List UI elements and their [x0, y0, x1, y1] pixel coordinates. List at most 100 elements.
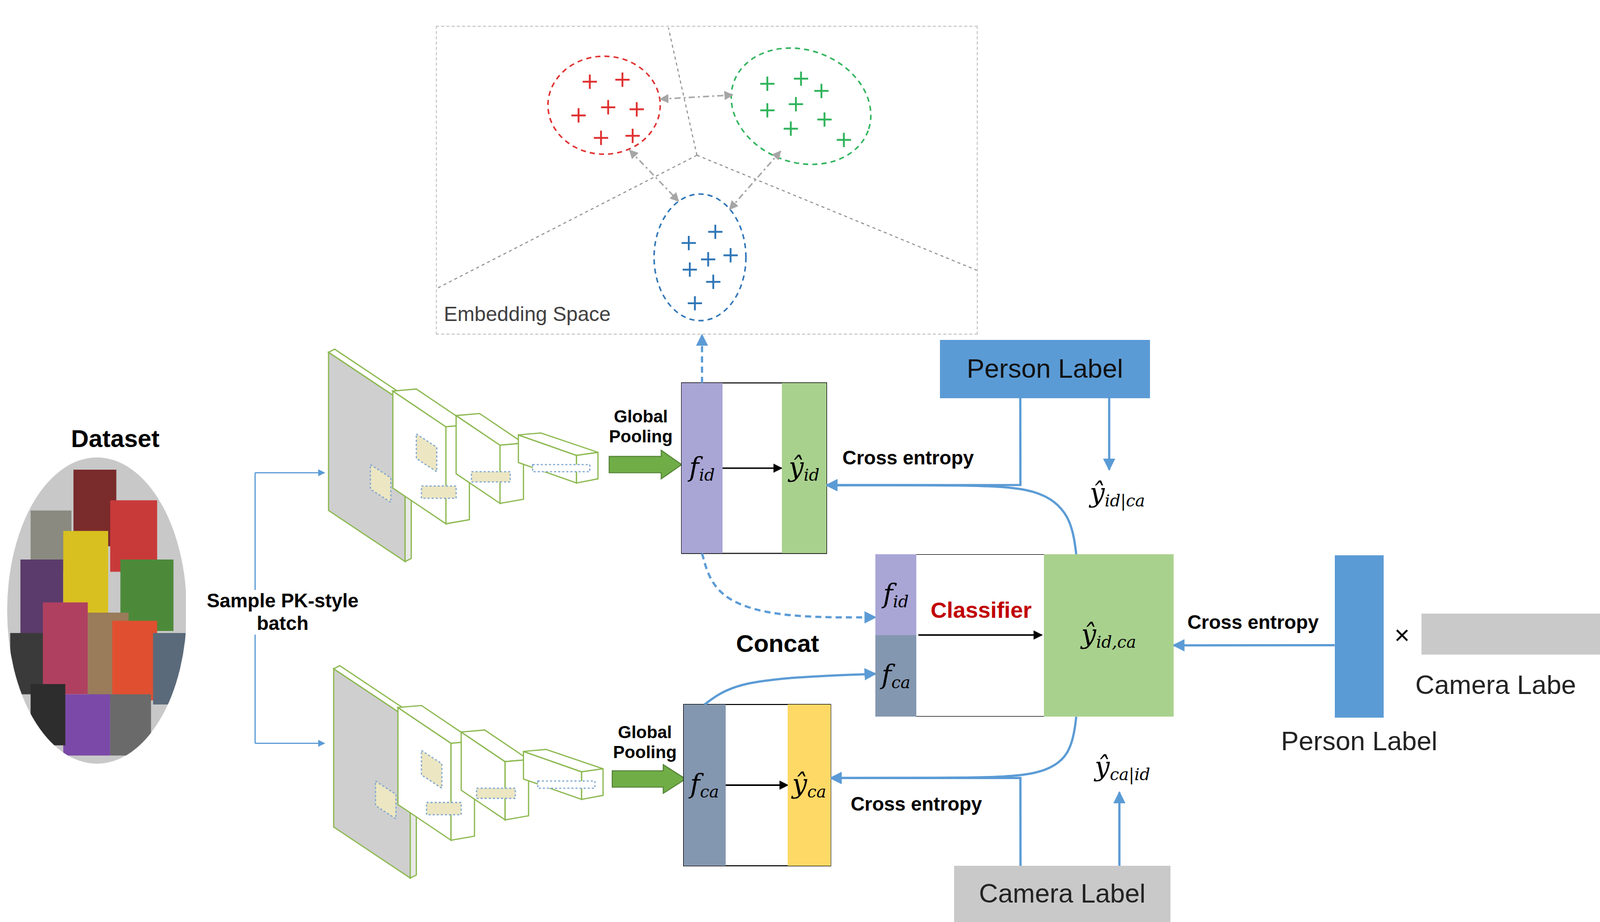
loss-arrow	[830, 777, 1021, 866]
label-arrow	[1107, 398, 1111, 470]
id-feature-strip: fid	[875, 553, 917, 635]
embedding-illustration	[571, 72, 644, 145]
embedding-illustration	[654, 193, 747, 321]
classifier-box: Classifierfidfcaŷid,ca	[875, 553, 1174, 717]
text-box: Person Label	[1250, 722, 1468, 760]
feature-arrow	[722, 467, 782, 469]
batch-split-lines	[255, 472, 325, 474]
text-box: ŷid,ca	[1043, 553, 1174, 717]
cnn-backbone	[370, 464, 391, 503]
math-base: ŷ	[1089, 476, 1105, 508]
loss-label: Cross entropy	[1187, 611, 1319, 634]
node-text: fid	[883, 578, 909, 611]
dataset-ellipse: Dataset	[8, 418, 188, 766]
math-subscript: ca|id	[1109, 764, 1150, 784]
math-subscript: ca	[891, 673, 911, 693]
feature-arrow	[725, 783, 789, 786]
batch-split-lines	[255, 742, 325, 744]
conditional-output: ŷid|ca	[1089, 477, 1145, 510]
dataset-illustration	[7, 457, 190, 764]
text-box: fca	[875, 634, 917, 717]
person-photos	[43, 602, 89, 695]
math-subscript: id	[892, 591, 909, 611]
node-text: Camera Label	[978, 877, 1146, 909]
pooling-arrow	[609, 450, 686, 793]
label-box: Cross entropy	[829, 790, 1003, 818]
text-box: fid	[875, 553, 917, 635]
math-subscript: ca	[699, 782, 719, 802]
embedding-illustration	[660, 95, 733, 100]
cnn-backbone	[421, 485, 457, 498]
label-box: Cross entropy	[1171, 609, 1335, 636]
text-box: ŷca	[787, 704, 831, 866]
math-subscript: id,ca	[1095, 632, 1136, 652]
text-box: Embedding Space	[443, 298, 679, 330]
loss-label: Cross entropy	[850, 792, 982, 815]
concat-label: Concat	[736, 629, 820, 658]
loss-arrow	[826, 398, 1021, 486]
person-photos	[110, 694, 152, 756]
cnn-backbone	[333, 665, 603, 878]
text-box: fca	[683, 704, 726, 866]
text-box: fid	[681, 382, 723, 554]
text-box: ŷid	[781, 382, 828, 554]
math-subscript: id|ca	[1104, 491, 1146, 511]
person-photos	[112, 620, 158, 701]
loss-arrow	[826, 484, 1077, 554]
text-box: Camera Label	[954, 865, 1171, 922]
embedding-arrow	[701, 335, 704, 383]
label-box: Concat	[726, 628, 829, 660]
cnn-backbone	[456, 413, 524, 445]
text-box: Dataset	[18, 420, 213, 458]
product-symbol: ×	[1394, 619, 1410, 651]
pooling-arrow	[609, 450, 682, 479]
batch-note: Sample PK-style batch	[185, 589, 380, 635]
node-text: Classifier	[930, 597, 1032, 623]
loss-label: Cross entropy	[842, 446, 974, 469]
embedding-space-box: Embedding Space	[435, 25, 978, 336]
math-base: ŷ	[1081, 618, 1097, 650]
cnn-backbone	[471, 471, 511, 482]
text-box: Camera Labe	[1415, 666, 1598, 704]
node-text: fca	[689, 768, 719, 801]
math-base: ŷ	[792, 767, 808, 799]
person-label-box: Person Label	[939, 339, 1150, 399]
embedding-illustration	[629, 95, 781, 210]
embedding-illustration	[435, 27, 978, 321]
embedding-illustration	[760, 71, 852, 148]
label-box: ŷca|id	[1081, 746, 1164, 788]
cnn-backbone	[518, 432, 599, 456]
math-base: ŷ	[788, 451, 804, 483]
pooling-arrow	[612, 764, 686, 793]
math-subscript: ca	[807, 782, 826, 802]
math-base: f	[881, 658, 892, 690]
label-box: Global Pooling	[603, 718, 686, 766]
embedding-illustration	[729, 151, 781, 210]
node-text: Embedding Space	[443, 302, 611, 327]
camera-label-box: Camera Label	[954, 865, 1171, 922]
feature-block-frame	[681, 382, 827, 554]
concat-arrow	[702, 552, 876, 618]
node-text: Person Label	[966, 353, 1124, 384]
embedding-illustration	[714, 28, 888, 184]
classifier-arrow	[918, 633, 1042, 636]
pooling-label: Global Pooling	[603, 722, 686, 762]
math-base: f	[689, 767, 700, 799]
embedding-illustration	[548, 56, 661, 155]
math-subscript: id	[803, 465, 820, 485]
label-box: Cross entropy	[821, 444, 995, 472]
node-text: Person Label	[1281, 725, 1438, 757]
dataset-ellipse-shape	[7, 457, 187, 764]
cnn-backbone	[532, 464, 590, 472]
text-box: Person Label	[939, 339, 1150, 399]
node-text: ŷid,ca	[1081, 618, 1137, 652]
person-label-bar: Person Label	[1334, 555, 1384, 718]
label-box: ×	[1386, 619, 1418, 651]
cnn-backbone	[416, 433, 437, 472]
cnn-backbone	[328, 349, 599, 562]
node-text: fca	[881, 659, 911, 692]
label-box: Sample PK-style batch	[185, 583, 380, 642]
